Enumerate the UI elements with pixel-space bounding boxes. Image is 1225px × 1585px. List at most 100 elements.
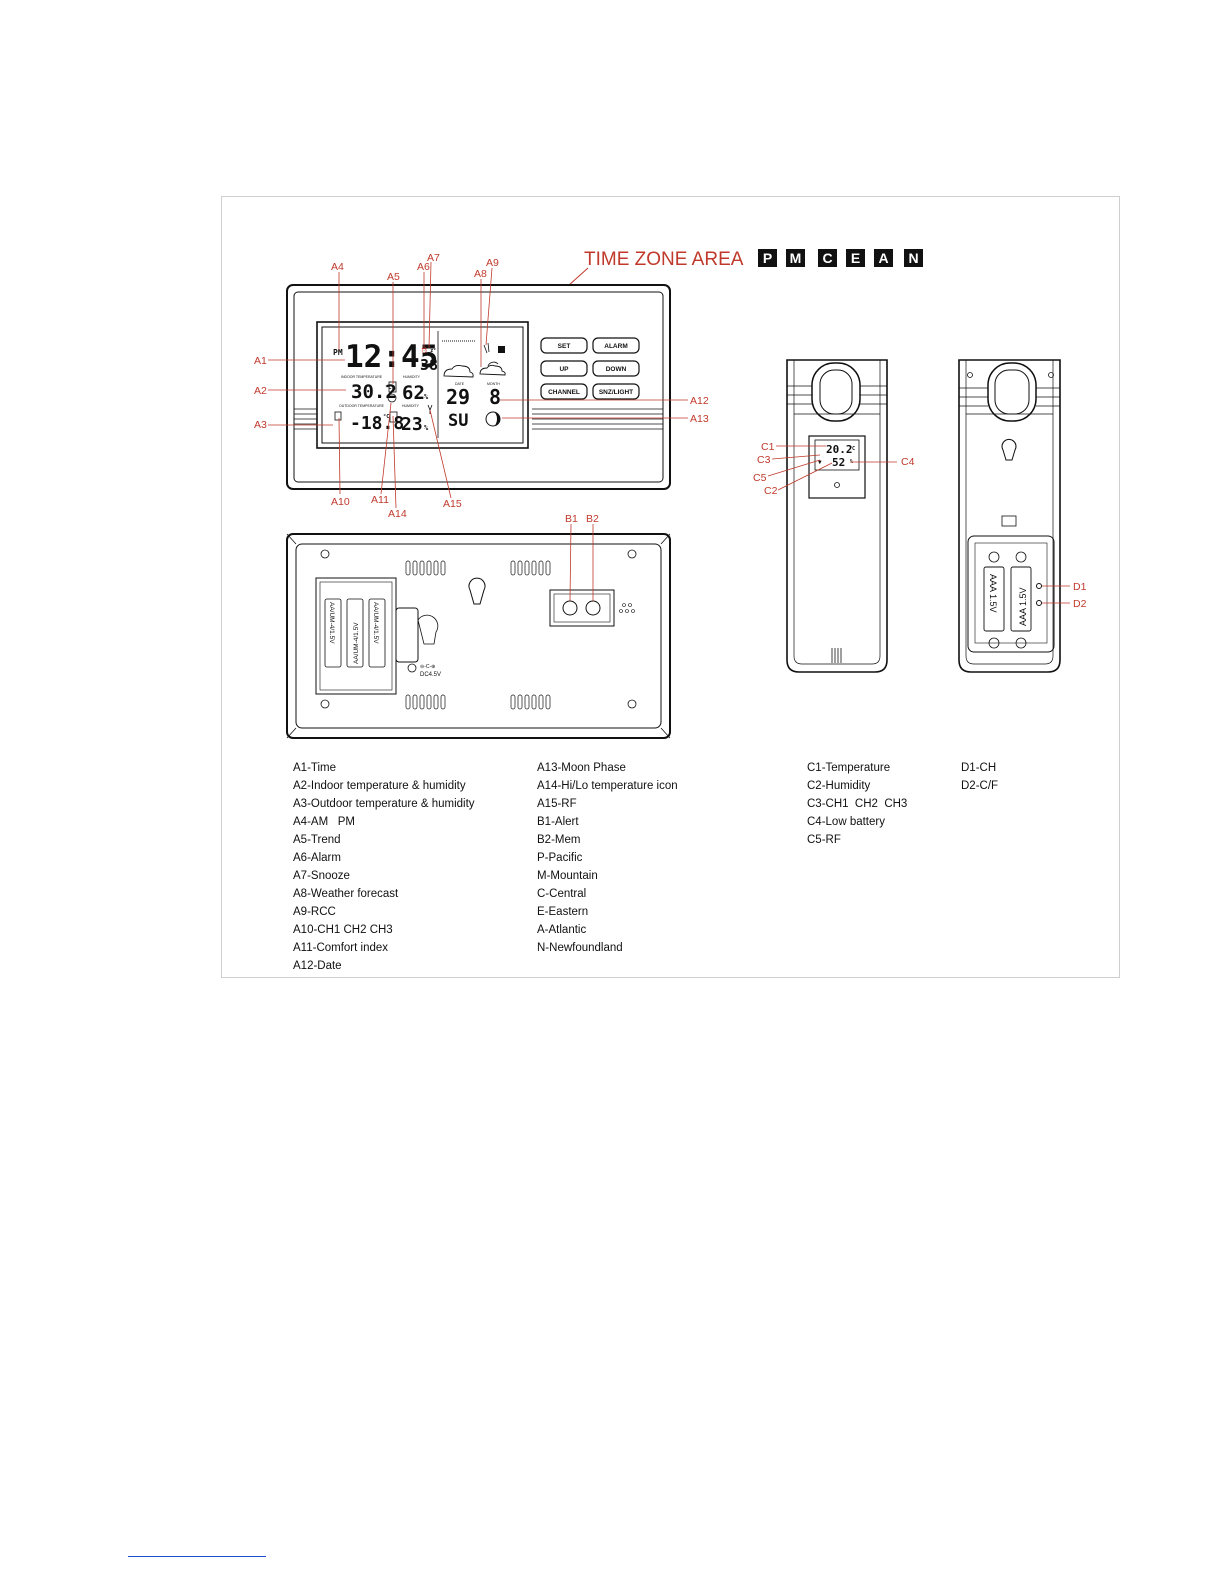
month-tag: MONTH <box>487 382 500 386</box>
legend-item: A9-RCC <box>293 906 336 918</box>
legend-item: A7-Snooze <box>293 870 350 882</box>
indoor-temp-unit: °C <box>385 385 392 391</box>
tz-letter-n: N <box>908 250 918 266</box>
sensor-keyhole-icon <box>1001 438 1017 461</box>
sensor-led-icon <box>834 482 840 488</box>
back-callout-leaders <box>569 523 594 602</box>
front-unit: PM 12:45 38 ⏰ z² INDOOR TEMPERATURE HUMI… <box>286 284 671 490</box>
time-zone-letters: P M C E A N <box>758 249 923 267</box>
time-zone-title: TIME ZONE AREA <box>584 249 744 270</box>
svg-text:⊖-C-⊕: ⊖-C-⊕ <box>420 664 435 670</box>
up-button-label: UP <box>559 366 569 373</box>
legend-item: M-Mountain <box>537 870 598 882</box>
outdoor-humidity-tag: HUMIDITY <box>402 404 420 408</box>
moon-phase-shade <box>493 412 500 426</box>
legend-item: A10-CH1 CH2 CH3 <box>293 924 393 936</box>
tz-letter-c: C <box>822 250 832 266</box>
footnote-separator <box>128 1556 266 1557</box>
legend-item: B2-Mem <box>537 834 581 846</box>
outdoor-temp-tag: OUTDOOR TEMPERATURE <box>339 404 385 408</box>
sensor-battery-compartment <box>967 535 1055 653</box>
legend-item: A12-Date <box>293 960 342 972</box>
sensor-temp-unit: °C <box>849 446 855 452</box>
callout-a13: A13 <box>690 413 709 425</box>
date-digits: 29 <box>446 385 470 409</box>
legend-item: D1-CH <box>961 762 997 774</box>
legend-item: A8-Weather forecast <box>293 888 399 900</box>
sensor-rf-icon: ▼ <box>818 459 822 466</box>
legend-item: A1-Time <box>293 762 337 774</box>
callout-a8: A8 <box>474 268 487 280</box>
legend-item: D2-C/F <box>961 780 999 792</box>
indoor-humidity-tag: HUMIDITY <box>403 375 421 379</box>
callout-b2: B2 <box>586 513 599 525</box>
legend-item: C4-Low battery <box>807 816 885 828</box>
callout-a10: A10 <box>331 496 350 508</box>
outdoor-humidity-digits: 23 <box>401 414 423 435</box>
indoor-temp-tag: INDOOR TEMPERATURE <box>341 375 383 379</box>
callout-a1: A1 <box>254 355 267 367</box>
weather-station-diagram: TIME ZONE AREA P M C E A N PM 12:45 38 ⏰… <box>254 249 1087 739</box>
legend-item: E-Eastern <box>537 906 589 918</box>
time-digits: 12:45 <box>345 339 438 375</box>
snz-light-button-label: SNZ/LIGHT <box>599 389 633 396</box>
rcc-signal-icon <box>483 342 490 354</box>
date-tag: DATE <box>455 382 465 386</box>
legend-item: A-Atlantic <box>537 924 587 936</box>
month-digits: 8 <box>489 385 501 409</box>
sensor-front-callout-leaders <box>767 445 897 491</box>
callout-a5: A5 <box>387 271 400 283</box>
legend-item: A6-Alarm <box>293 852 341 864</box>
callout-c1: C1 <box>761 441 775 453</box>
legend-item: C2-Humidity <box>807 780 871 792</box>
legend-item: C-Central <box>537 888 587 900</box>
legend-item: P-Pacific <box>537 852 583 864</box>
indoor-temp-digits: 30.2 <box>351 381 397 403</box>
callout-a2: A2 <box>254 385 267 397</box>
cf-button-icon <box>1036 600 1042 606</box>
front-callout-labels: A1 A2 A3 A4 A5 A6 A7 A8 A9 A10 A11 A14 A… <box>254 252 709 520</box>
callout-a4: A4 <box>331 261 344 273</box>
callout-c5: C5 <box>753 472 767 484</box>
sun-cloud-icon <box>479 364 506 376</box>
front-buttons: SET ALARM UP DOWN CHANNEL SNZ/LIGHT <box>540 337 640 400</box>
tz-letter-m: M <box>790 250 802 266</box>
legend-item: A5-Trend <box>293 834 341 846</box>
indoor-trend-icon <box>388 381 397 393</box>
back-unit: AA/UM-4/1.5V AA/UM-4/1.5V AA/UM-4/1.5V ⊖… <box>286 533 671 739</box>
back-keyhole-icon <box>468 577 486 605</box>
legend-column-a: A1-Time A2-Indoor temperature & humidity… <box>293 759 475 975</box>
diagram-frame <box>221 196 1120 978</box>
legend-item: C5-RF <box>807 834 841 846</box>
sensor-back-callout-leaders <box>1042 585 1070 604</box>
legend-column-b: A13-Moon Phase A14-Hi/Lo temperature ico… <box>537 759 678 957</box>
callout-a14: A14 <box>388 508 407 520</box>
legend-column-d: D1-CH D2-C/F <box>961 759 998 795</box>
cloud-icon <box>443 364 474 378</box>
alarm-button-label: ALARM <box>604 343 627 350</box>
callout-d1: D1 <box>1073 581 1087 593</box>
front-callout-leaders <box>268 261 688 509</box>
sensor-battery-label-2: AAA 1.5V <box>1018 587 1028 626</box>
legend-item: C3-CH1 CH2 CH3 <box>807 798 908 810</box>
dc-jack-icon <box>407 663 417 673</box>
legend-item: A15-RF <box>537 798 577 810</box>
rcc-box-icon <box>498 346 505 353</box>
callout-a3: A3 <box>254 419 267 431</box>
back-battery-label-2: AA/UM-4/1.5V <box>353 622 360 664</box>
legend-item: N-Newfoundland <box>537 942 623 954</box>
outdoor-humidity-unit: % <box>424 424 429 432</box>
callout-a11: A11 <box>371 494 389 506</box>
sensor-front: 20.2 °C 52 % ▼ <box>786 359 888 673</box>
outdoor-temp-unit: °C <box>383 414 390 420</box>
tz-letter-p: P <box>763 250 772 266</box>
sensor-back: AAA 1.5V AAA 1.5V <box>958 359 1061 673</box>
back-battery-label-3: AA/UM-4/1.5V <box>372 602 379 644</box>
channel-icon <box>334 411 342 421</box>
down-button-label: DOWN <box>606 366 627 373</box>
legend-item: A11-Comfort index <box>293 942 389 954</box>
legend-item: A4-AM PM <box>293 816 355 828</box>
indoor-humidity-digits: 62 <box>402 382 425 404</box>
callout-c3: C3 <box>757 454 771 466</box>
set-button-label: SET <box>558 343 571 350</box>
